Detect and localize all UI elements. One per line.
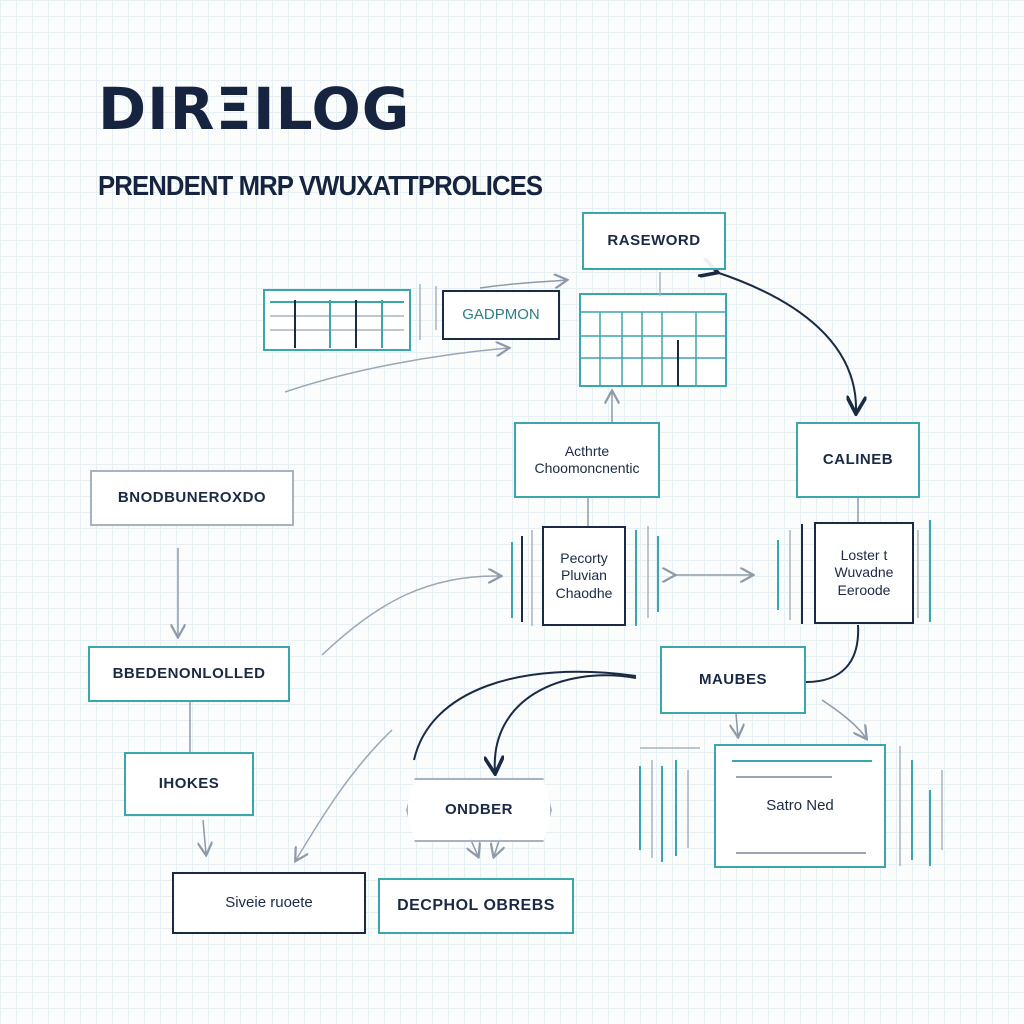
node-bbeden[interactable]: BBEDENONLOLLED (88, 646, 290, 702)
line-maubes-left (413, 670, 637, 761)
arrow-raseword-calineb (716, 272, 856, 412)
node-satro[interactable]: Satro Ned (714, 744, 886, 868)
node-ondber[interactable]: ONDBER (406, 778, 552, 842)
node-gadpmon[interactable]: GADPMON (442, 290, 560, 340)
satro-side-bars (639, 746, 943, 866)
node-siveie-label: Siveie ruoete (225, 893, 313, 911)
node-activite-label: Acthrte Choomoncnentic (534, 442, 640, 477)
pecorty-side-bars (511, 526, 659, 626)
node-ihokes[interactable]: IHOKES (124, 752, 254, 816)
satro-rule-2 (736, 852, 866, 854)
node-raseword[interactable]: RASEWORD (582, 212, 726, 270)
node-satro-label: Satro Ned (766, 796, 834, 814)
arrow-to-raseword (479, 280, 566, 288)
node-calineb-label: CALINEB (822, 450, 894, 468)
diagram-subtitle: PRENDENT MRP VWUXATTPROLICES (98, 170, 543, 201)
node-calineb[interactable]: CALINEB (796, 422, 920, 498)
node-ihokes-label: IHOKES (158, 774, 220, 792)
node-decphol-label: DECPHOL OBREBS (397, 897, 555, 914)
node-ondber-label: ONDBER (444, 800, 513, 818)
arrow-to-gadpmon (284, 348, 508, 393)
node-lostar-label: Loster t Wuvadne Eeroode (834, 546, 894, 598)
arrow-maubes-ondber (495, 674, 637, 772)
diagram-title: DIRΞILOG (98, 75, 411, 143)
satro-rule-1 (736, 776, 832, 778)
node-bnodbu[interactable]: BNODBUNEROXDO (90, 470, 294, 526)
node-pecorty-label: Pecorty Pluvian Chaodhe (555, 549, 613, 601)
arrow-to-pecorty (321, 576, 500, 656)
node-decphol[interactable]: DECPHOL OBREBS (378, 878, 574, 934)
line-lostar-maubes (805, 624, 860, 683)
arrow-to-siveie (296, 729, 393, 860)
grid-chart-graphic (579, 272, 727, 387)
left-table-graphic (263, 284, 437, 351)
node-bbeden-label: BBEDENONLOLLED (112, 664, 266, 682)
arrow-maubes-satro (736, 713, 738, 736)
lostar-side-bars (777, 520, 931, 624)
node-bnodbu-label: BNODBUNEROXDO (117, 488, 267, 506)
satro-top-line (732, 760, 872, 762)
node-maubes[interactable]: MAUBES (660, 646, 806, 714)
node-siveie[interactable]: Siveie ruoete (172, 872, 366, 934)
node-maubes-label: MAUBES (698, 670, 767, 688)
node-raseword-label: RASEWORD (607, 231, 701, 249)
arrow-maubes-right (821, 699, 866, 738)
node-pecorty[interactable]: Pecorty Pluvian Chaodhe (542, 526, 626, 626)
node-lostar[interactable]: Loster t Wuvadne Eeroode (814, 522, 914, 624)
node-gadpmon-label: GADPMON (462, 305, 540, 323)
arrow-ihokes-down (203, 819, 206, 854)
node-activite[interactable]: Acthrte Choomoncnentic (514, 422, 660, 498)
